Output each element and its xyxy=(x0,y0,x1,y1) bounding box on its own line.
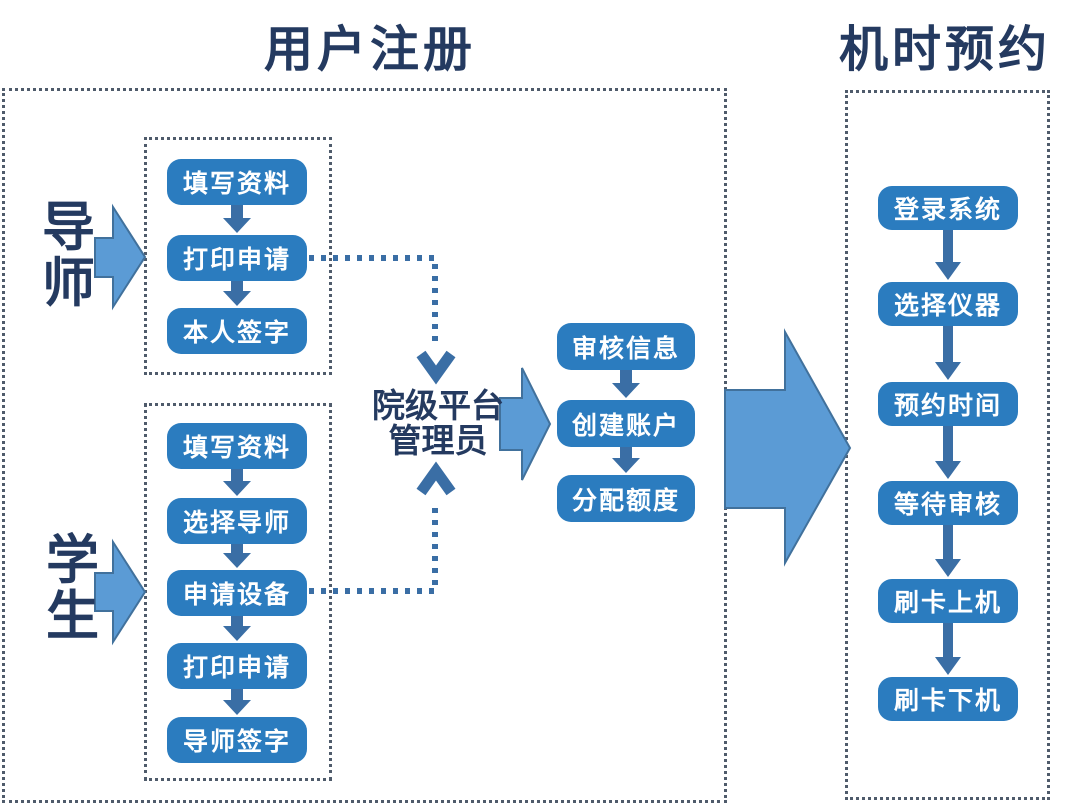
flow-arrow-icon xyxy=(935,326,961,380)
step-box-student-print-application: 打印申请 xyxy=(167,643,307,689)
step-box-admin-allocate-quota: 分配额度 xyxy=(557,475,695,522)
flow-arrow-icon xyxy=(935,230,961,280)
step-box-student-choose-mentor: 选择导师 xyxy=(167,498,307,544)
mentor-print-to-admin-connector xyxy=(309,255,438,346)
step-box-student-mentor-sign: 导师签字 xyxy=(167,717,307,763)
flow-arrow-icon xyxy=(223,281,251,306)
step-box-booking-reserve-time: 预约时间 xyxy=(878,382,1018,426)
step-box-booking-choose-instrument: 选择仪器 xyxy=(878,282,1018,326)
admin-role-line2: 管理员 xyxy=(388,422,488,459)
step-box-booking-card-off: 刷卡下机 xyxy=(878,677,1018,721)
flow-arrow-icon xyxy=(935,525,961,577)
mentor-actor-label: 导师 xyxy=(42,198,95,313)
step-box-student-fill-info: 填写资料 xyxy=(167,423,307,469)
step-box-admin-create-account: 创建账户 xyxy=(557,400,695,447)
chevron-down-icon xyxy=(416,350,456,385)
registration-title: 用户注册 xyxy=(263,22,476,77)
admin-role-label: 院级平台 管理员 xyxy=(368,388,508,458)
student-actor-label: 学生 xyxy=(46,531,99,646)
flow-arrow-icon xyxy=(223,689,251,715)
chevron-up-icon xyxy=(416,461,456,496)
step-box-admin-review-info: 审核信息 xyxy=(557,323,695,370)
flow-arrow-icon xyxy=(935,426,961,479)
step-box-booking-login: 登录系统 xyxy=(878,186,1018,230)
step-box-mentor-sign: 本人签字 xyxy=(167,308,307,354)
flow-arrow-icon xyxy=(612,370,640,398)
booking-title: 机时预约 xyxy=(838,22,1051,77)
flow-arrow-icon xyxy=(223,616,251,641)
mentor-entry-arrow-icon xyxy=(94,203,147,311)
flow-arrow-icon xyxy=(223,205,251,233)
registration-to-booking-arrow-icon xyxy=(724,328,852,567)
step-box-booking-wait-review: 等待审核 xyxy=(878,481,1018,525)
flow-arrow-icon xyxy=(612,447,640,473)
step-box-booking-card-on: 刷卡上机 xyxy=(878,579,1018,623)
flow-arrow-icon xyxy=(223,544,251,568)
step-box-student-apply-equipment: 申请设备 xyxy=(167,570,307,616)
flow-arrow-icon xyxy=(935,623,961,675)
admin-output-arrow-icon xyxy=(499,367,552,481)
student-entry-arrow-icon xyxy=(94,538,147,646)
admin-role-line1: 院级平台 xyxy=(372,387,504,424)
flow-arrow-icon xyxy=(223,469,251,496)
student-apply-to-admin-connector xyxy=(309,502,438,594)
step-box-mentor-fill-info: 填写资料 xyxy=(167,159,307,205)
step-box-mentor-print-application: 打印申请 xyxy=(167,235,307,281)
